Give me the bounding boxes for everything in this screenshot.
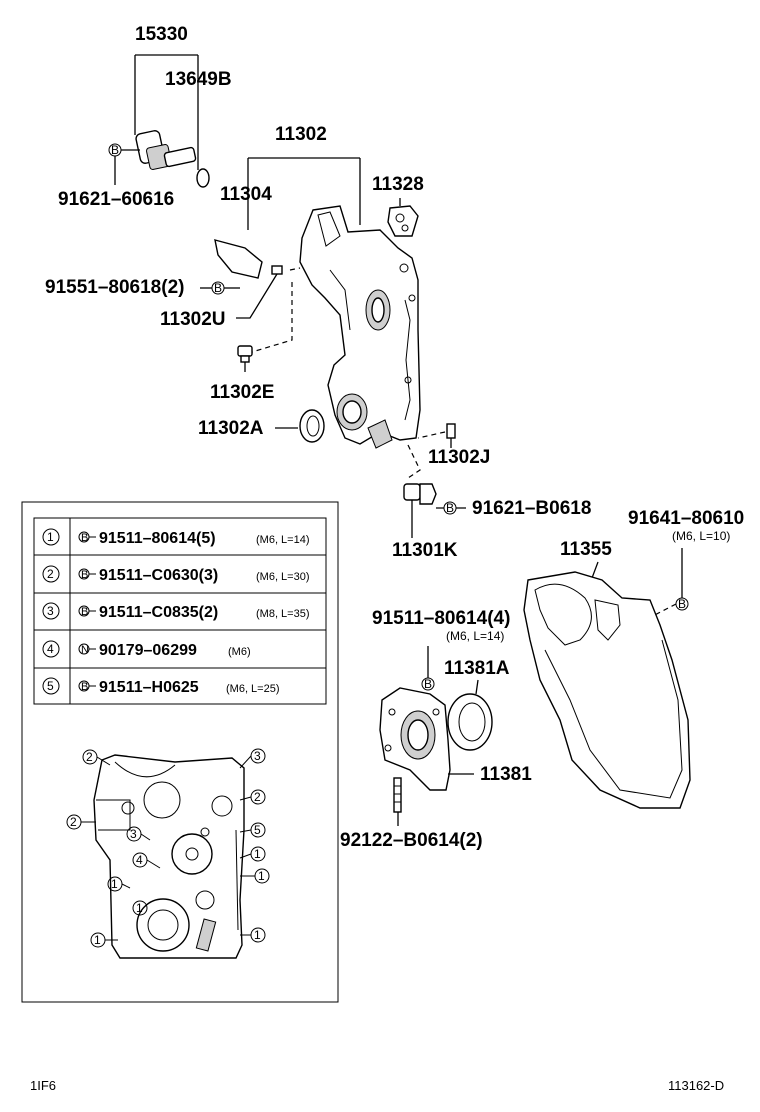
svg-text:5: 5 <box>254 823 261 837</box>
label-11355: 11355 <box>560 539 612 560</box>
fastener-row-3: 3 B 91511–C0835(2) (M8, L=35) <box>42 602 310 621</box>
svg-text:1: 1 <box>254 847 261 861</box>
spec-91511-80614: (M6, L=14) <box>446 629 504 643</box>
inset-leaders <box>81 755 255 941</box>
label-15330: 15330 <box>135 24 188 45</box>
footer-left-code: 1IF6 <box>30 1078 56 1093</box>
fastener-row-4: 4 N 90179–06299 (M6) <box>42 640 251 659</box>
fastener-row-2: 2 B 91511–C0630(3) (M6, L=30) <box>42 565 310 584</box>
label-11302A: 11302A <box>198 418 264 439</box>
part-11302J <box>446 423 456 439</box>
svg-text:(M6, L=25): (M6, L=25) <box>226 683 280 695</box>
part-11304 <box>214 239 263 279</box>
svg-text:(M6, L=30): (M6, L=30) <box>256 571 310 583</box>
label-11381A: 11381A <box>444 658 510 679</box>
label-11328: 11328 <box>372 174 424 195</box>
label-11302: 11302 <box>275 124 327 145</box>
inset-cover-diagram <box>93 754 245 959</box>
oil-pump-body-11381 <box>379 687 451 791</box>
label-91641-80610: 91641–80610 <box>628 508 744 529</box>
footer-illustration-code: 113162-D <box>668 1078 724 1093</box>
svg-text:B: B <box>81 532 88 544</box>
svg-text:2: 2 <box>47 567 54 581</box>
svg-text:B: B <box>446 501 454 515</box>
label-11302J: 11302J <box>428 447 490 468</box>
label-91621-B0618: 91621–B0618 <box>472 498 591 519</box>
svg-text:91511–C0630(3): 91511–C0630(3) <box>99 567 218 584</box>
gasket-11355 <box>523 571 691 809</box>
svg-text:1: 1 <box>136 901 143 915</box>
svg-text:B: B <box>81 569 88 581</box>
part-11302U <box>271 265 283 275</box>
label-91511-80614: 91511–80614(4) <box>372 608 510 629</box>
label-91551-80618: 91551–80618(2) <box>45 277 184 298</box>
svg-text:4: 4 <box>136 853 143 867</box>
svg-text:4: 4 <box>47 642 54 656</box>
part-11301K <box>403 483 437 505</box>
svg-text:1: 1 <box>47 530 54 544</box>
oil-control-valve <box>135 130 210 188</box>
stud-92122 <box>393 777 402 813</box>
label-91621-60616: 91621–60616 <box>58 189 174 210</box>
svg-text:1: 1 <box>258 869 265 883</box>
label-92122-B0614: 92122–B0614(2) <box>340 830 483 851</box>
svg-text:2: 2 <box>70 815 77 829</box>
svg-text:90179–06299: 90179–06299 <box>99 642 197 659</box>
svg-text:1: 1 <box>94 933 101 947</box>
label-11301K: 11301K <box>392 540 458 561</box>
svg-text:2: 2 <box>86 750 93 764</box>
svg-text:B: B <box>111 143 119 157</box>
svg-text:3: 3 <box>254 749 261 763</box>
fastener-row-1: 1 B 91511–80614(5) (M6, L=14) <box>42 528 310 547</box>
svg-text:N: N <box>81 644 89 656</box>
svg-text:1: 1 <box>254 928 261 942</box>
svg-text:B: B <box>424 677 432 691</box>
spec-91641-80610: (M6, L=10) <box>672 529 730 543</box>
label-11302U: 11302U <box>160 309 226 330</box>
fastener-table <box>21 501 339 1003</box>
o-ring-13649B <box>196 168 210 188</box>
svg-text:(M6): (M6) <box>228 646 251 658</box>
label-11302E: 11302E <box>210 382 274 403</box>
svg-text:5: 5 <box>47 679 54 693</box>
timing-cover-11302 <box>299 205 421 449</box>
leader-11302 <box>247 157 361 230</box>
label-13649B: 13649B <box>165 69 232 90</box>
svg-text:B: B <box>678 597 686 611</box>
svg-text:3: 3 <box>47 604 54 618</box>
svg-text:B: B <box>81 681 88 693</box>
fastener-row-5: 5 B 91511–H0625 (M6, L=25) <box>42 677 280 696</box>
seal-11381A <box>447 693 493 751</box>
svg-text:B: B <box>214 281 222 295</box>
svg-text:3: 3 <box>130 827 137 841</box>
seal-11302A <box>299 409 325 443</box>
svg-text:91511–80614(5): 91511–80614(5) <box>99 530 216 547</box>
svg-text:(M8, L=35): (M8, L=35) <box>256 608 310 620</box>
part-11302E <box>237 345 253 363</box>
label-11381: 11381 <box>480 764 532 785</box>
svg-text:1: 1 <box>111 877 118 891</box>
label-11304: 11304 <box>220 184 272 205</box>
svg-text:(M6, L=14): (M6, L=14) <box>256 534 310 546</box>
leader-15330 <box>134 54 199 170</box>
svg-text:2: 2 <box>254 790 261 804</box>
svg-text:B: B <box>81 606 88 618</box>
inset-markers: 2 3 2 2 3 5 4 1 1 1 1 1 1 <box>66 748 270 948</box>
svg-text:91511–H0625: 91511–H0625 <box>99 679 199 696</box>
svg-text:91511–C0835(2): 91511–C0835(2) <box>99 604 218 621</box>
